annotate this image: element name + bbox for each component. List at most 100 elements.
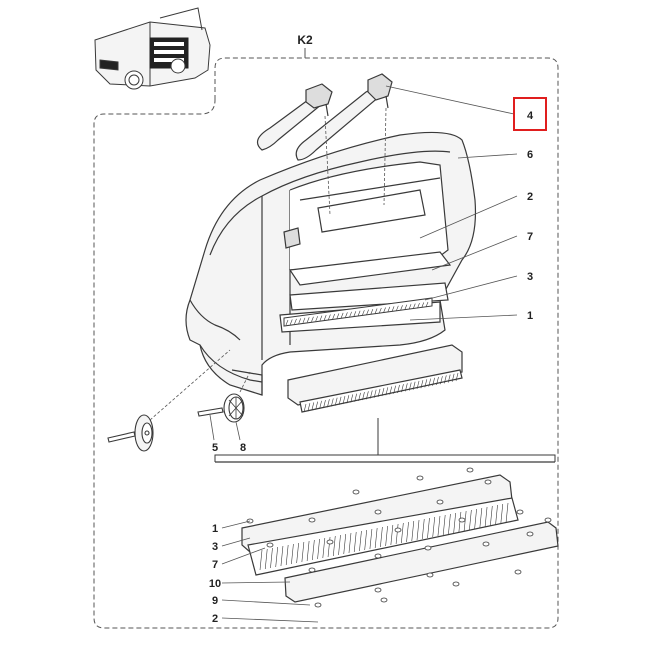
hatch-line	[366, 309, 369, 315]
callout-lower-10: 10	[209, 578, 221, 590]
hatch-line	[307, 403, 311, 412]
flap-strip	[283, 297, 433, 327]
hatch-line	[301, 541, 305, 563]
hatch-line	[474, 508, 477, 530]
hatch-line	[327, 399, 330, 408]
hatch-line	[389, 386, 393, 395]
fastener	[374, 553, 382, 559]
hatch-line	[406, 521, 409, 543]
hatch-line	[440, 376, 443, 385]
fastener	[352, 489, 360, 495]
fastener	[314, 602, 322, 608]
hatch-line	[405, 383, 408, 392]
hatch-line	[369, 528, 373, 550]
callout-4: 4	[527, 110, 534, 122]
fastener	[436, 499, 444, 505]
hatch-line	[381, 388, 385, 397]
hatch-line	[448, 513, 451, 535]
hatch-line	[346, 395, 350, 404]
callout-1: 1	[527, 310, 533, 322]
hatch-line	[348, 532, 352, 554]
hatch-line	[311, 316, 314, 322]
hatch-line	[379, 307, 382, 314]
hatch-line	[270, 547, 273, 569]
assembly-guides	[149, 107, 387, 421]
fastener	[416, 475, 424, 481]
hatch-line	[362, 310, 365, 316]
fastener-hardware	[246, 467, 552, 608]
hatch-line	[289, 319, 293, 325]
hatch-line	[370, 308, 374, 315]
hatch-line	[338, 396, 342, 405]
hatch-line	[424, 379, 428, 388]
fastener	[526, 531, 534, 537]
hatch-line	[444, 375, 447, 384]
hatch-line	[428, 378, 432, 387]
fastener	[374, 509, 382, 515]
hatch-line	[408, 382, 412, 391]
hatch-line	[416, 380, 420, 390]
callout-lower-9: 9	[212, 595, 218, 607]
hatch-line	[302, 317, 306, 323]
assembly-boundary	[93, 57, 559, 629]
hatch-line	[425, 301, 429, 308]
hatch-line	[334, 397, 338, 406]
hatch-line	[489, 505, 493, 527]
hatch-line	[484, 506, 488, 528]
fastener	[308, 567, 316, 573]
hatch-line	[432, 377, 435, 386]
hatch-line	[366, 391, 369, 400]
fastener	[466, 467, 474, 473]
hatch-line	[393, 385, 396, 394]
callout-lower-3: 3	[212, 541, 218, 553]
callout-5: 5	[212, 442, 218, 454]
hatch-line	[306, 317, 310, 323]
callout-3: 3	[527, 271, 533, 283]
hatch-line	[280, 545, 284, 567]
hatch-line	[391, 306, 395, 312]
fastener	[380, 597, 388, 603]
hatch-line	[315, 401, 318, 410]
hatch-line	[427, 517, 430, 539]
hatch-line	[416, 519, 420, 541]
hatch-line	[336, 313, 340, 319]
hatch-line	[259, 549, 263, 571]
callout-lower-7: 7	[212, 559, 218, 571]
hatch-line	[359, 530, 362, 552]
fastener	[458, 517, 466, 523]
hatch-line	[421, 302, 425, 308]
hatch-line	[437, 515, 441, 537]
handle-part	[256, 73, 393, 161]
hatch-line	[500, 503, 504, 525]
hatch-line	[374, 308, 378, 314]
hatch-line	[285, 319, 289, 326]
hatch-line	[350, 394, 354, 403]
hatch-line	[369, 390, 373, 399]
fastener	[326, 539, 334, 545]
hatch-line	[455, 372, 459, 382]
hatch-line	[338, 534, 341, 556]
hatch-line	[387, 306, 391, 313]
hatch-line	[479, 507, 483, 529]
hatch-line	[396, 305, 399, 311]
hatch-line	[453, 512, 456, 534]
hatch-line	[317, 538, 320, 560]
machine-thumbnail	[94, 7, 211, 90]
highlight-box	[513, 97, 547, 131]
fastener	[308, 517, 316, 523]
hatch-line	[421, 518, 425, 540]
hatch-line	[332, 535, 336, 557]
hatch-line	[432, 516, 436, 538]
hatch-line	[373, 389, 377, 398]
hatch-line	[505, 502, 509, 524]
hatch-line	[330, 398, 334, 407]
hatch-line	[469, 509, 472, 531]
callout-6: 6	[527, 149, 533, 161]
fastener	[514, 569, 522, 575]
hatch-line	[264, 548, 268, 570]
hatch-line	[395, 523, 399, 545]
fastener	[452, 581, 460, 587]
hatch-line	[412, 303, 416, 309]
hatch-line	[400, 305, 403, 311]
